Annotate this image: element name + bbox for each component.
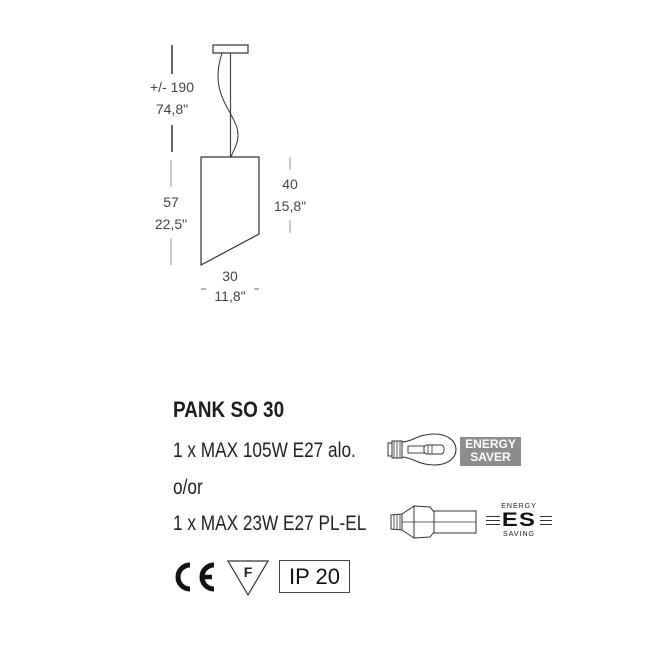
lamp-spec-halogen: 1 x MAX 105W E27 alo. <box>173 439 356 462</box>
separator-text: o/or <box>173 476 203 499</box>
shade-height-metric: 40 <box>282 176 298 192</box>
total-height-imperial: 22,5" <box>154 216 188 232</box>
energy-saver-line1: ENERGY <box>465 437 516 451</box>
lamp-spec-pl-el: 1 x MAX 23W E27 PL-EL <box>173 512 367 535</box>
shade-width-metric: 30 <box>222 268 238 284</box>
f-mark-triangle-icon: F <box>227 560 269 597</box>
ip-rating-badge: IP 20 <box>279 560 350 593</box>
energy-saver-badge: ENERGY SAVER <box>460 437 521 466</box>
product-title: PANK SO 30 <box>173 397 285 422</box>
energy-saver-line2: SAVER <box>470 450 511 464</box>
energy-saving-es-badge: ENERGY ES SAVING <box>486 503 552 539</box>
f-mark-letter: F <box>244 564 253 580</box>
es-mark: ES <box>501 510 537 531</box>
es-top-text: ENERGY <box>501 503 537 510</box>
shade-width-imperial: 11,8" <box>214 288 246 304</box>
lamp-outline-drawing <box>170 44 291 290</box>
halogen-bulb-icon <box>387 433 457 466</box>
suspension-dimension-imperial: 74,8" <box>155 101 189 117</box>
total-height-metric: 57 <box>163 194 179 210</box>
suspension-dimension-metric: +/- 190 <box>150 79 194 95</box>
es-bottom-text: SAVING <box>503 531 535 538</box>
pl-el-bulb-icon <box>390 505 477 539</box>
shade-height-imperial: 15,8" <box>273 198 307 214</box>
ce-mark-icon <box>175 562 215 592</box>
